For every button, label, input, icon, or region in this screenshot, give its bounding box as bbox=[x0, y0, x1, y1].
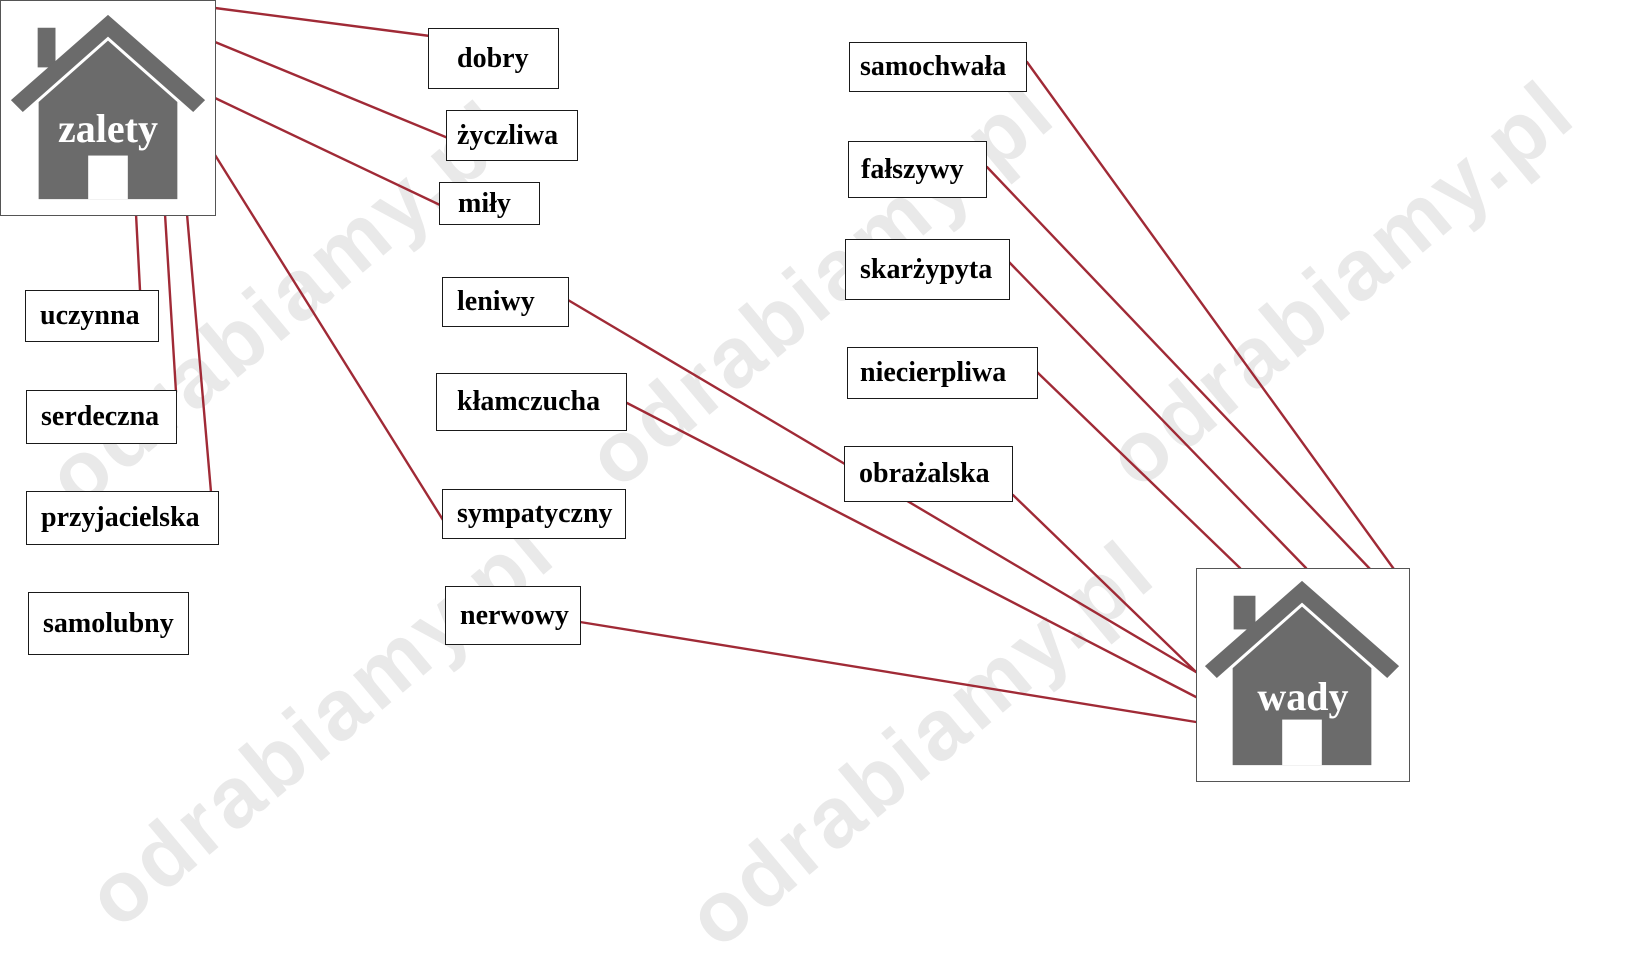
word-skarzypyta: skarżypyta bbox=[845, 239, 1010, 300]
line-zalety-uczynna bbox=[134, 212, 142, 292]
word-serdeczna: serdeczna bbox=[26, 390, 177, 444]
line-wady-nerwowy bbox=[578, 620, 1198, 724]
word-sympatyczny: sympatyczny bbox=[442, 489, 626, 539]
word-dobry: dobry bbox=[428, 28, 559, 89]
word-samochwala: samochwała bbox=[849, 42, 1027, 92]
line-wady-falszywy bbox=[985, 165, 1373, 572]
word-niecierpliwa: niecierpliwa bbox=[847, 347, 1038, 399]
house-label-zalety: zalety bbox=[58, 106, 158, 151]
watermark: odrabiamy.pl bbox=[68, 501, 573, 946]
line-zalety-sympatyczny bbox=[213, 153, 445, 522]
word-obrazalska: obrażalska bbox=[844, 446, 1013, 502]
diagram-canvas: odrabiamy.pl odrabiamy.pl odrabiamy.pl o… bbox=[0, 0, 1593, 966]
word-zyczliwa: życzliwa bbox=[446, 110, 578, 161]
watermark: odrabiamy.pl bbox=[1088, 61, 1593, 506]
word-leniwy: leniwy bbox=[442, 277, 569, 327]
house-wady: wady bbox=[1196, 568, 1410, 782]
house-zalety: zalety bbox=[0, 0, 216, 216]
line-wady-niecierpliwa bbox=[1035, 370, 1242, 570]
line-wady-samochwala bbox=[1025, 60, 1398, 574]
line-zalety-dobry bbox=[213, 6, 432, 38]
word-samolubny: samolubny bbox=[28, 592, 189, 655]
house-icon bbox=[1204, 580, 1400, 766]
word-falszywy: fałszywy bbox=[848, 141, 987, 198]
word-przyjacielska: przyjacielska bbox=[26, 491, 219, 545]
house-icon bbox=[10, 14, 206, 200]
line-zalety-mily bbox=[213, 96, 442, 207]
word-uczynna: uczynna bbox=[25, 290, 159, 342]
word-klamczucha: kłamczucha bbox=[436, 373, 627, 431]
house-label-wady: wady bbox=[1257, 674, 1349, 719]
word-mily: miły bbox=[439, 182, 540, 225]
line-zalety-przyjacielska bbox=[185, 212, 213, 494]
line-wady-skarzypyta bbox=[1007, 260, 1308, 570]
word-nerwowy: nerwowy bbox=[445, 586, 581, 645]
line-zalety-serdeczna bbox=[163, 212, 178, 394]
line-zalety-zyczliwa bbox=[213, 40, 450, 140]
watermark: odrabiamy.pl bbox=[668, 521, 1173, 966]
line-wady-obrazalska bbox=[1011, 493, 1198, 674]
